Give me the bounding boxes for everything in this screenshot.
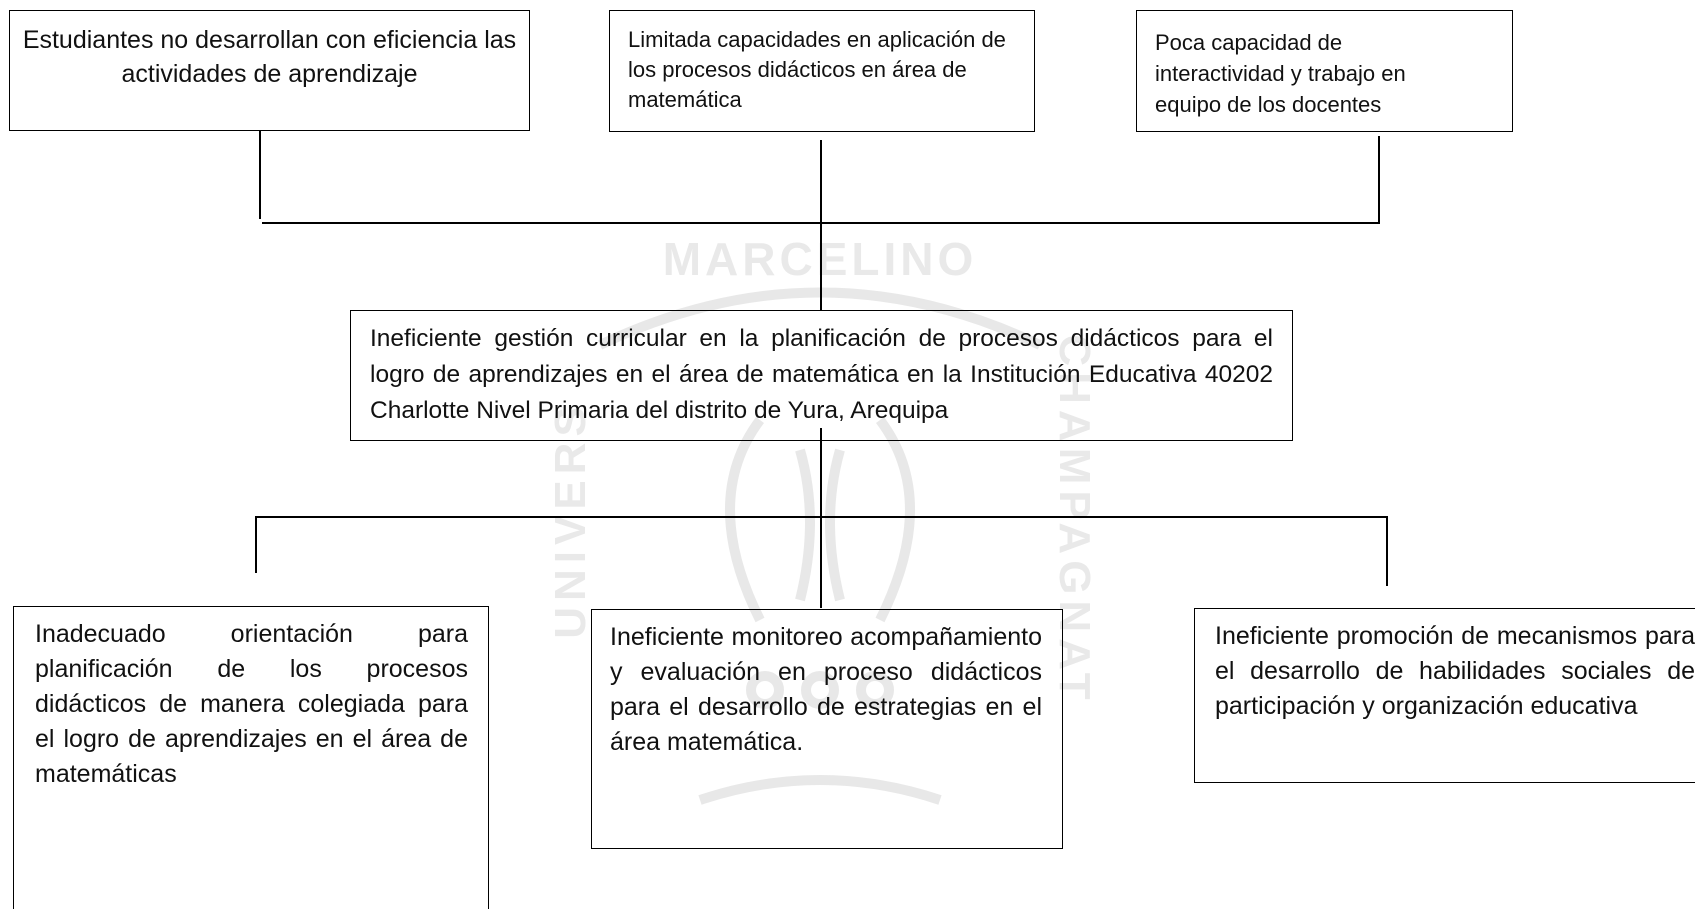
effect-box-3: Poca capacidad de interactividad y traba…: [1136, 10, 1513, 132]
cause-text-2: Ineficiente monitoreo acompañamiento y e…: [610, 623, 1042, 756]
connector-cause-1: [255, 516, 257, 573]
connector-top-horizontal: [262, 222, 1380, 224]
connector-effect-2: [820, 140, 822, 310]
effect-box-2: Limitada capacidades en aplicación de lo…: [609, 10, 1035, 132]
cause-box-3: Ineficiente promoción de mecanismos para…: [1194, 608, 1695, 783]
connector-effect-3: [1378, 136, 1380, 223]
cause-text-3: Ineficiente promoción de mecanismos para…: [1215, 622, 1695, 720]
effect-box-1: Estudiantes no desarrollan con eficienci…: [9, 10, 530, 131]
connector-cause-3: [1386, 516, 1388, 586]
connector-bottom-horizontal: [255, 516, 1388, 518]
effect-text-1: Estudiantes no desarrollan con eficienci…: [22, 26, 517, 88]
central-problem-text: Ineficiente gestión curricular en la pla…: [370, 325, 1273, 424]
effect-text-2: Limitada capacidades en aplicación de lo…: [628, 27, 1006, 112]
connector-effect-1: [259, 131, 261, 219]
cause-box-1: Inadecuado orientación para planificació…: [13, 606, 489, 909]
cause-box-2: Ineficiente monitoreo acompañamiento y e…: [591, 609, 1063, 849]
effect-text-3: Poca capacidad de interactividad y traba…: [1155, 30, 1406, 117]
connector-problem-down: [820, 428, 822, 608]
central-problem-box: Ineficiente gestión curricular en la pla…: [350, 310, 1293, 441]
cause-text-1: Inadecuado orientación para planificació…: [35, 620, 468, 788]
